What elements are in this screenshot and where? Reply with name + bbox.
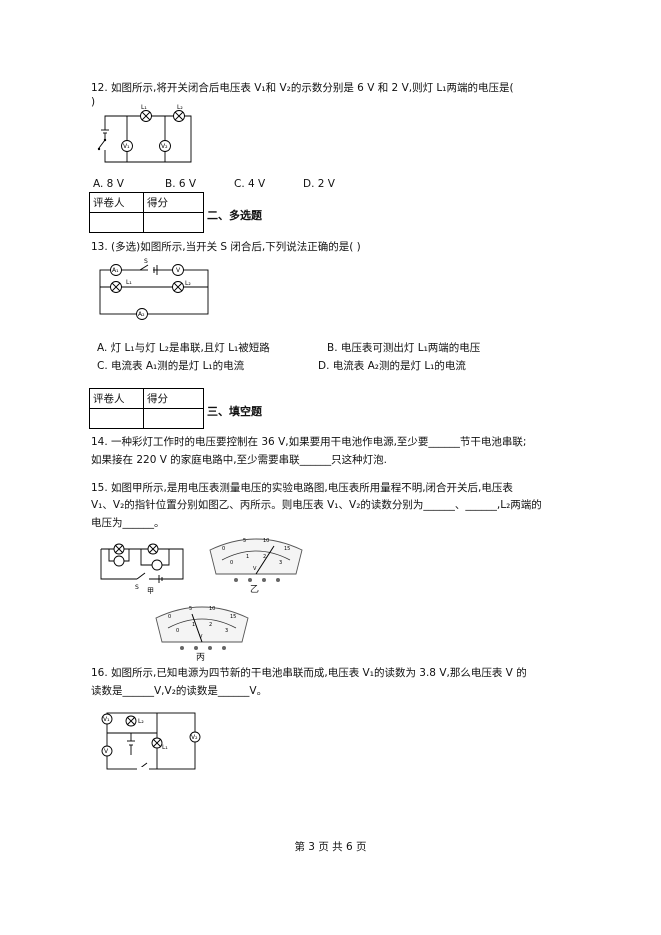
q15-yi-tick-b1: 1 [246,554,249,560]
q15-bing-tick-b2: 2 [209,622,212,628]
q15-line2: V₁、V₂的指针位置分别如图乙、丙所示。则电压表 V₁、V₂的读数分别为____… [91,499,542,511]
q15-voltmeter-bing: 0 5 10 15 0 1 2 3 V [155,606,249,650]
q15-bing-tick-b3: 3 [225,628,228,634]
q15-yi-tick-b2: 2 [263,554,266,560]
q13-option-c[interactable]: C. 电流表 A₁测的是灯 L₁的电流 [97,360,245,372]
q12-option-d[interactable]: D. 2 V [303,178,335,190]
reviewer-blank[interactable] [89,408,144,429]
q15-label-s: S [135,584,139,591]
q15-yi-tick-5: 5 [243,538,246,544]
q15-label-bing: 丙 [196,653,206,663]
q13-option-d[interactable]: D. 电流表 A₂测的是灯 L₁的电流 [318,360,466,372]
q13-label-v: V [176,267,181,274]
q15-yi-tick-15: 15 [284,546,290,552]
q15-line3: 电压为______。 [91,517,165,529]
q13-label-a1: A₁ [112,267,119,274]
q15-bing-tick-5: 5 [189,606,192,612]
q15-circuit-figure-jia: S 甲 [100,543,184,595]
section2-title: 二、多选题 [207,209,262,222]
q15-line1: 15. 如图甲所示,是用电压表测量电压的实验电路图,电压表所用量程不明,闭合开关… [91,482,513,494]
score-blank[interactable] [143,408,204,429]
score-blank[interactable] [143,212,204,233]
q15-bing-tick-0: 0 [168,614,171,620]
q15-label-yi: 乙 [250,585,260,595]
q13-label-l1: L₁ [126,279,132,286]
q16-label-v: V [104,748,109,755]
reviewer-blank[interactable] [89,212,144,233]
q16-label-v1: V₁ [103,716,110,723]
section3-title: 三、填空题 [207,405,262,418]
q13-label-s: S [144,258,148,265]
score-cell: 得分 [143,192,204,213]
q13-circuit-figure: A₁ S V L₁ L₂ A₂ [99,258,209,320]
q15-bing-tick-10: 10 [209,606,215,612]
q13-label-l2: L₂ [185,280,191,287]
q16-line2: 读数是______V,V₂的读数是______V。 [91,685,268,697]
q12-circuit-figure: L₁ L₂ V₁ V₂ [97,104,192,163]
q12-stem-cont: ) [91,96,96,108]
reviewer-cell: 评卷人 [89,192,144,213]
q16-circuit-figure: V₁ L₂ V L₁ V₂ [101,712,201,771]
q16-label-l1: L₁ [162,744,168,751]
score-box-section2: 评卷人得分 [89,192,204,233]
q12-label-l2: L₂ [177,104,183,111]
q12-label-l1: L₁ [141,104,147,111]
q16-label-l2: L₂ [138,718,144,725]
q12-option-b[interactable]: B. 6 V [165,178,197,190]
q14-line1: 14. 一种彩灯工作时的电压要控制在 36 V,如果要用干电池作电源,至少要__… [91,436,527,448]
reviewer-cell: 评卷人 [89,388,144,409]
q15-bing-unit: V [199,634,203,640]
q13-label-a2: A₂ [138,311,145,318]
q13-option-b[interactable]: B. 电压表可测出灯 L₁两端的电压 [327,342,481,354]
q15-yi-tick-10: 10 [263,538,269,544]
q15-yi-unit: V [253,566,257,572]
q16-label-v2: V₂ [191,734,198,741]
q12-label-v2: V₂ [161,143,168,150]
q12-option-a[interactable]: A. 8 V [93,178,124,190]
q15-yi-tick-b3: 3 [279,560,282,566]
q12-option-c[interactable]: C. 4 V [234,178,266,190]
q15-yi-tick-b0: 0 [230,560,233,566]
q15-bing-tick-15: 15 [230,614,236,620]
q16-line1: 16. 如图所示,已知电源为四节新的干电池串联而成,电压表 V₁的读数为 3.8… [91,667,527,679]
score-box-section3: 评卷人得分 [89,388,204,429]
page-footer: 第 3 页 共 6 页 [294,841,367,853]
q12-label-v1: V₁ [123,143,130,150]
q14-line2: 如果接在 220 V 的家庭电路中,至少需要串联______只这种灯泡. [91,454,387,466]
q15-voltmeter-yi: 0 5 10 15 0 1 2 3 V [209,538,303,582]
q15-bing-tick-b0: 0 [176,628,179,634]
q15-yi-tick-0: 0 [222,546,225,552]
score-cell: 得分 [143,388,204,409]
q13-option-a[interactable]: A. 灯 L₁与灯 L₂是串联,且灯 L₁被短路 [97,342,270,354]
q12-stem: 12. 如图所示,将开关闭合后电压表 V₁和 V₂的示数分别是 6 V 和 2 … [91,82,514,94]
q13-stem: 13. (多选)如图所示,当开关 S 闭合后,下列说法正确的是( ) [91,241,361,253]
q15-bing-tick-b1: 1 [192,622,195,628]
q15-label-jia: 甲 [147,587,154,595]
